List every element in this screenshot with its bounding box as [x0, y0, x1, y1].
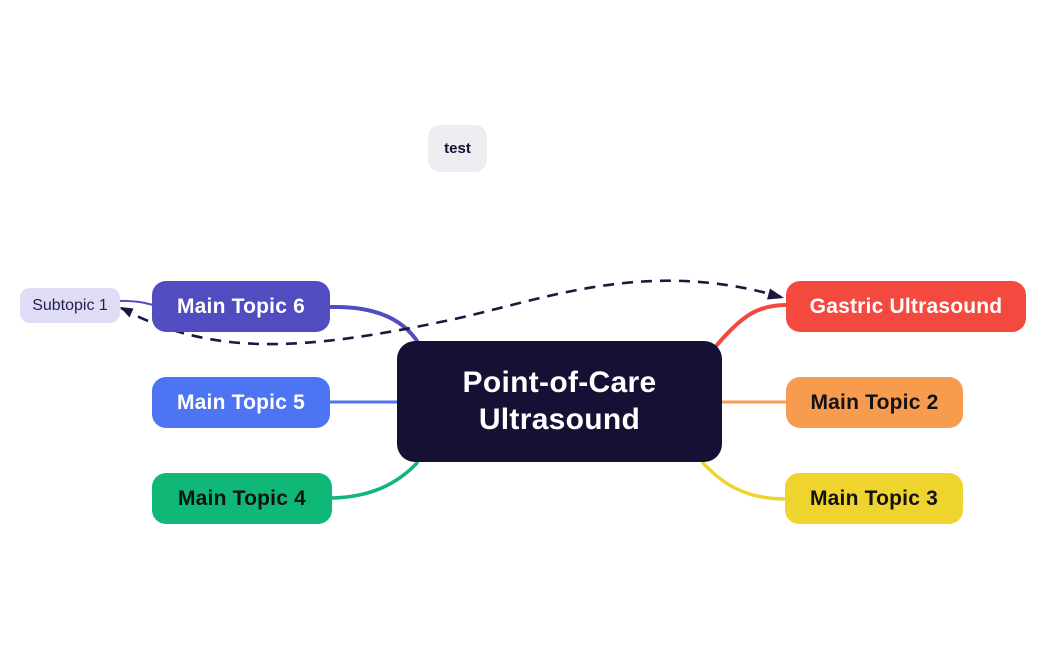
edge-main-topic-4-to-central [330, 461, 419, 500]
relationship-arrow-line[interactable] [120, 279, 782, 346]
node-label: Main Topic 2 [810, 390, 939, 414]
node-label: Subtopic 1 [32, 296, 108, 314]
node-central-topic[interactable]: Point-of-Care Ultrasound [397, 341, 722, 462]
edge-main-topic-6-to-central [329, 304, 421, 346]
node-main-topic-6[interactable]: Main Topic 6 [152, 281, 330, 332]
node-gastric-ultrasound[interactable]: Gastric Ultrasound [786, 281, 1026, 332]
relationship-arrowhead-end [767, 288, 784, 300]
relationship-arrowhead-start [120, 307, 134, 318]
node-label: test [444, 140, 471, 157]
edge-central-to-gastric-ultrasound [715, 303, 788, 347]
node-test[interactable]: test [428, 125, 487, 172]
node-main-topic-4[interactable]: Main Topic 4 [152, 473, 332, 524]
node-label: Point-of-Care Ultrasound [462, 365, 657, 436]
node-label: Gastric Ultrasound [809, 294, 1003, 318]
node-label: Main Topic 5 [176, 390, 306, 414]
node-label: Main Topic 3 [809, 486, 939, 510]
node-main-topic-3[interactable]: Main Topic 3 [785, 473, 963, 524]
node-main-topic-2[interactable]: Main Topic 2 [786, 377, 963, 428]
edge-central-to-main-topic-3 [701, 461, 788, 501]
edge-subtopic1-to-main-topic-6 [117, 299, 154, 306]
node-label: Main Topic 4 [177, 486, 307, 510]
node-label: Main Topic 6 [176, 294, 306, 318]
node-main-topic-5[interactable]: Main Topic 5 [152, 377, 330, 428]
node-subtopic-1[interactable]: Subtopic 1 [20, 288, 120, 323]
